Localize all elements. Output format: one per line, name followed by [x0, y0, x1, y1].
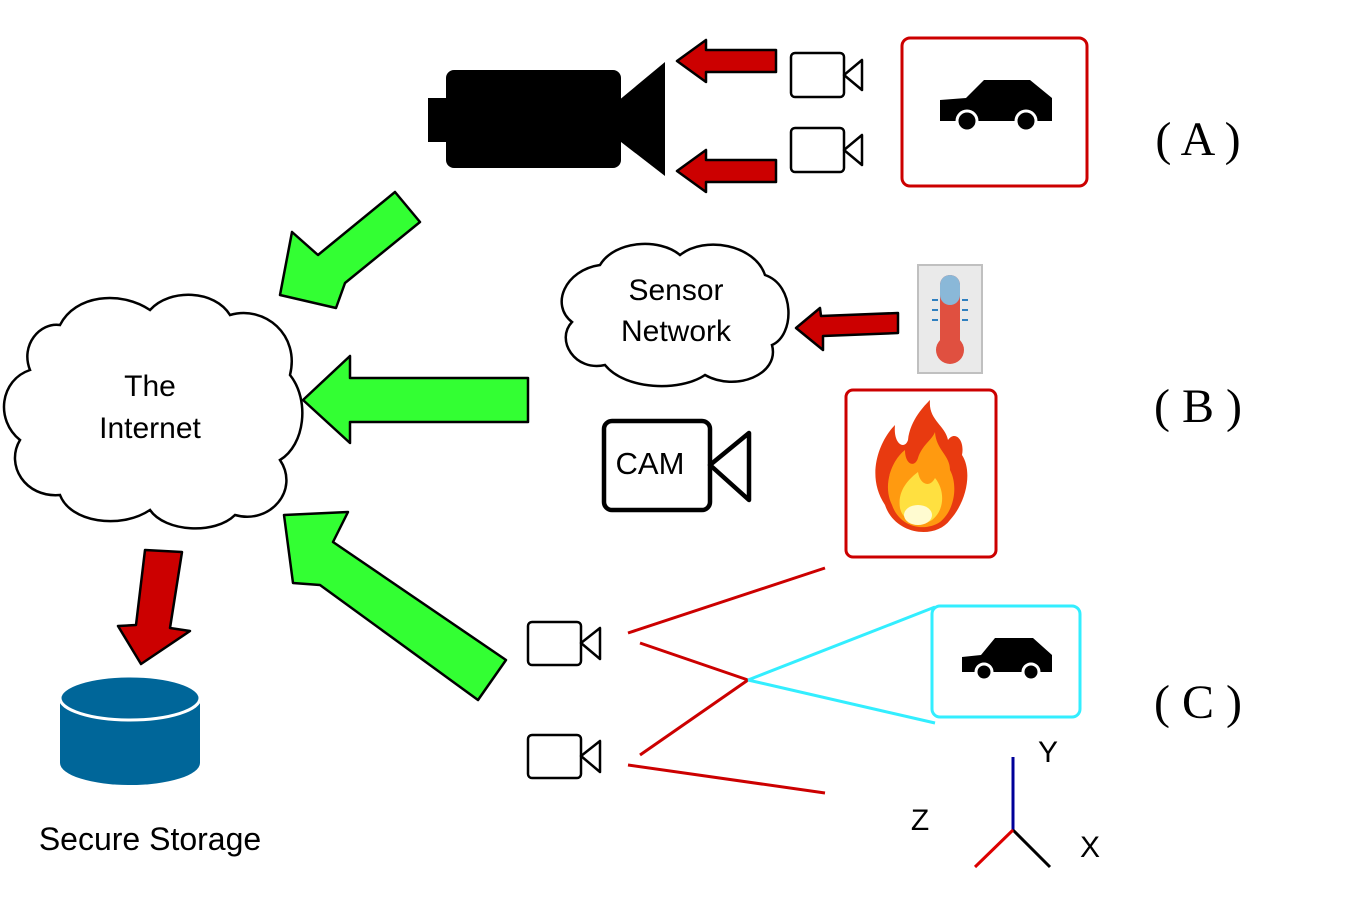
sensor-network-label-line2: Network — [621, 315, 732, 348]
red-arrow-to-storage — [116, 548, 192, 666]
green-arrow-top — [278, 190, 422, 310]
axis-z-label: Z — [911, 804, 929, 837]
scenario-label-c: ( C ) — [1154, 676, 1242, 729]
internet-label-line2: Internet — [99, 412, 201, 445]
large-video-camera-icon — [428, 62, 665, 176]
axis-y-label: Y — [1038, 736, 1058, 769]
camera-icon-a2 — [789, 126, 864, 174]
red-arrow-a-bottom — [675, 148, 778, 194]
green-arrow-middle — [301, 354, 530, 445]
cam-icon: CAM — [601, 418, 752, 513]
camera-view-rays — [627, 566, 936, 795]
car-icon-a — [940, 80, 1052, 133]
fire-icon — [875, 400, 968, 532]
scenario-label-b: ( B ) — [1154, 380, 1242, 433]
internet-label-line1: The — [124, 370, 176, 403]
thermometer-icon — [917, 264, 983, 374]
internet-cloud: The Internet — [2, 293, 304, 530]
red-arrow-a-top — [675, 38, 778, 84]
sensor-network-cloud: Sensor Network — [560, 242, 790, 388]
cam-label: CAM — [616, 446, 685, 481]
sensor-network-label-line1: Sensor — [628, 274, 723, 307]
green-arrow-bottom — [282, 510, 508, 702]
scenario-label-a: ( A ) — [1155, 113, 1240, 166]
camera-icon-a1 — [789, 51, 864, 99]
camera-icon-c1 — [526, 620, 602, 667]
storage-database-icon — [58, 674, 202, 785]
car-box-c — [930, 604, 1082, 719]
axis-z-line — [973, 828, 1015, 869]
axis-x-line — [1011, 828, 1052, 869]
fire-box — [844, 388, 998, 559]
camera-icon-c2 — [526, 733, 602, 780]
car-icon-c — [962, 638, 1052, 682]
coordinate-axes: Y X Z — [911, 736, 1100, 869]
axis-x-label: X — [1080, 831, 1100, 864]
red-arrow-b — [794, 306, 900, 352]
storage-label: Secure Storage — [39, 821, 261, 857]
car-box-a — [900, 36, 1089, 188]
